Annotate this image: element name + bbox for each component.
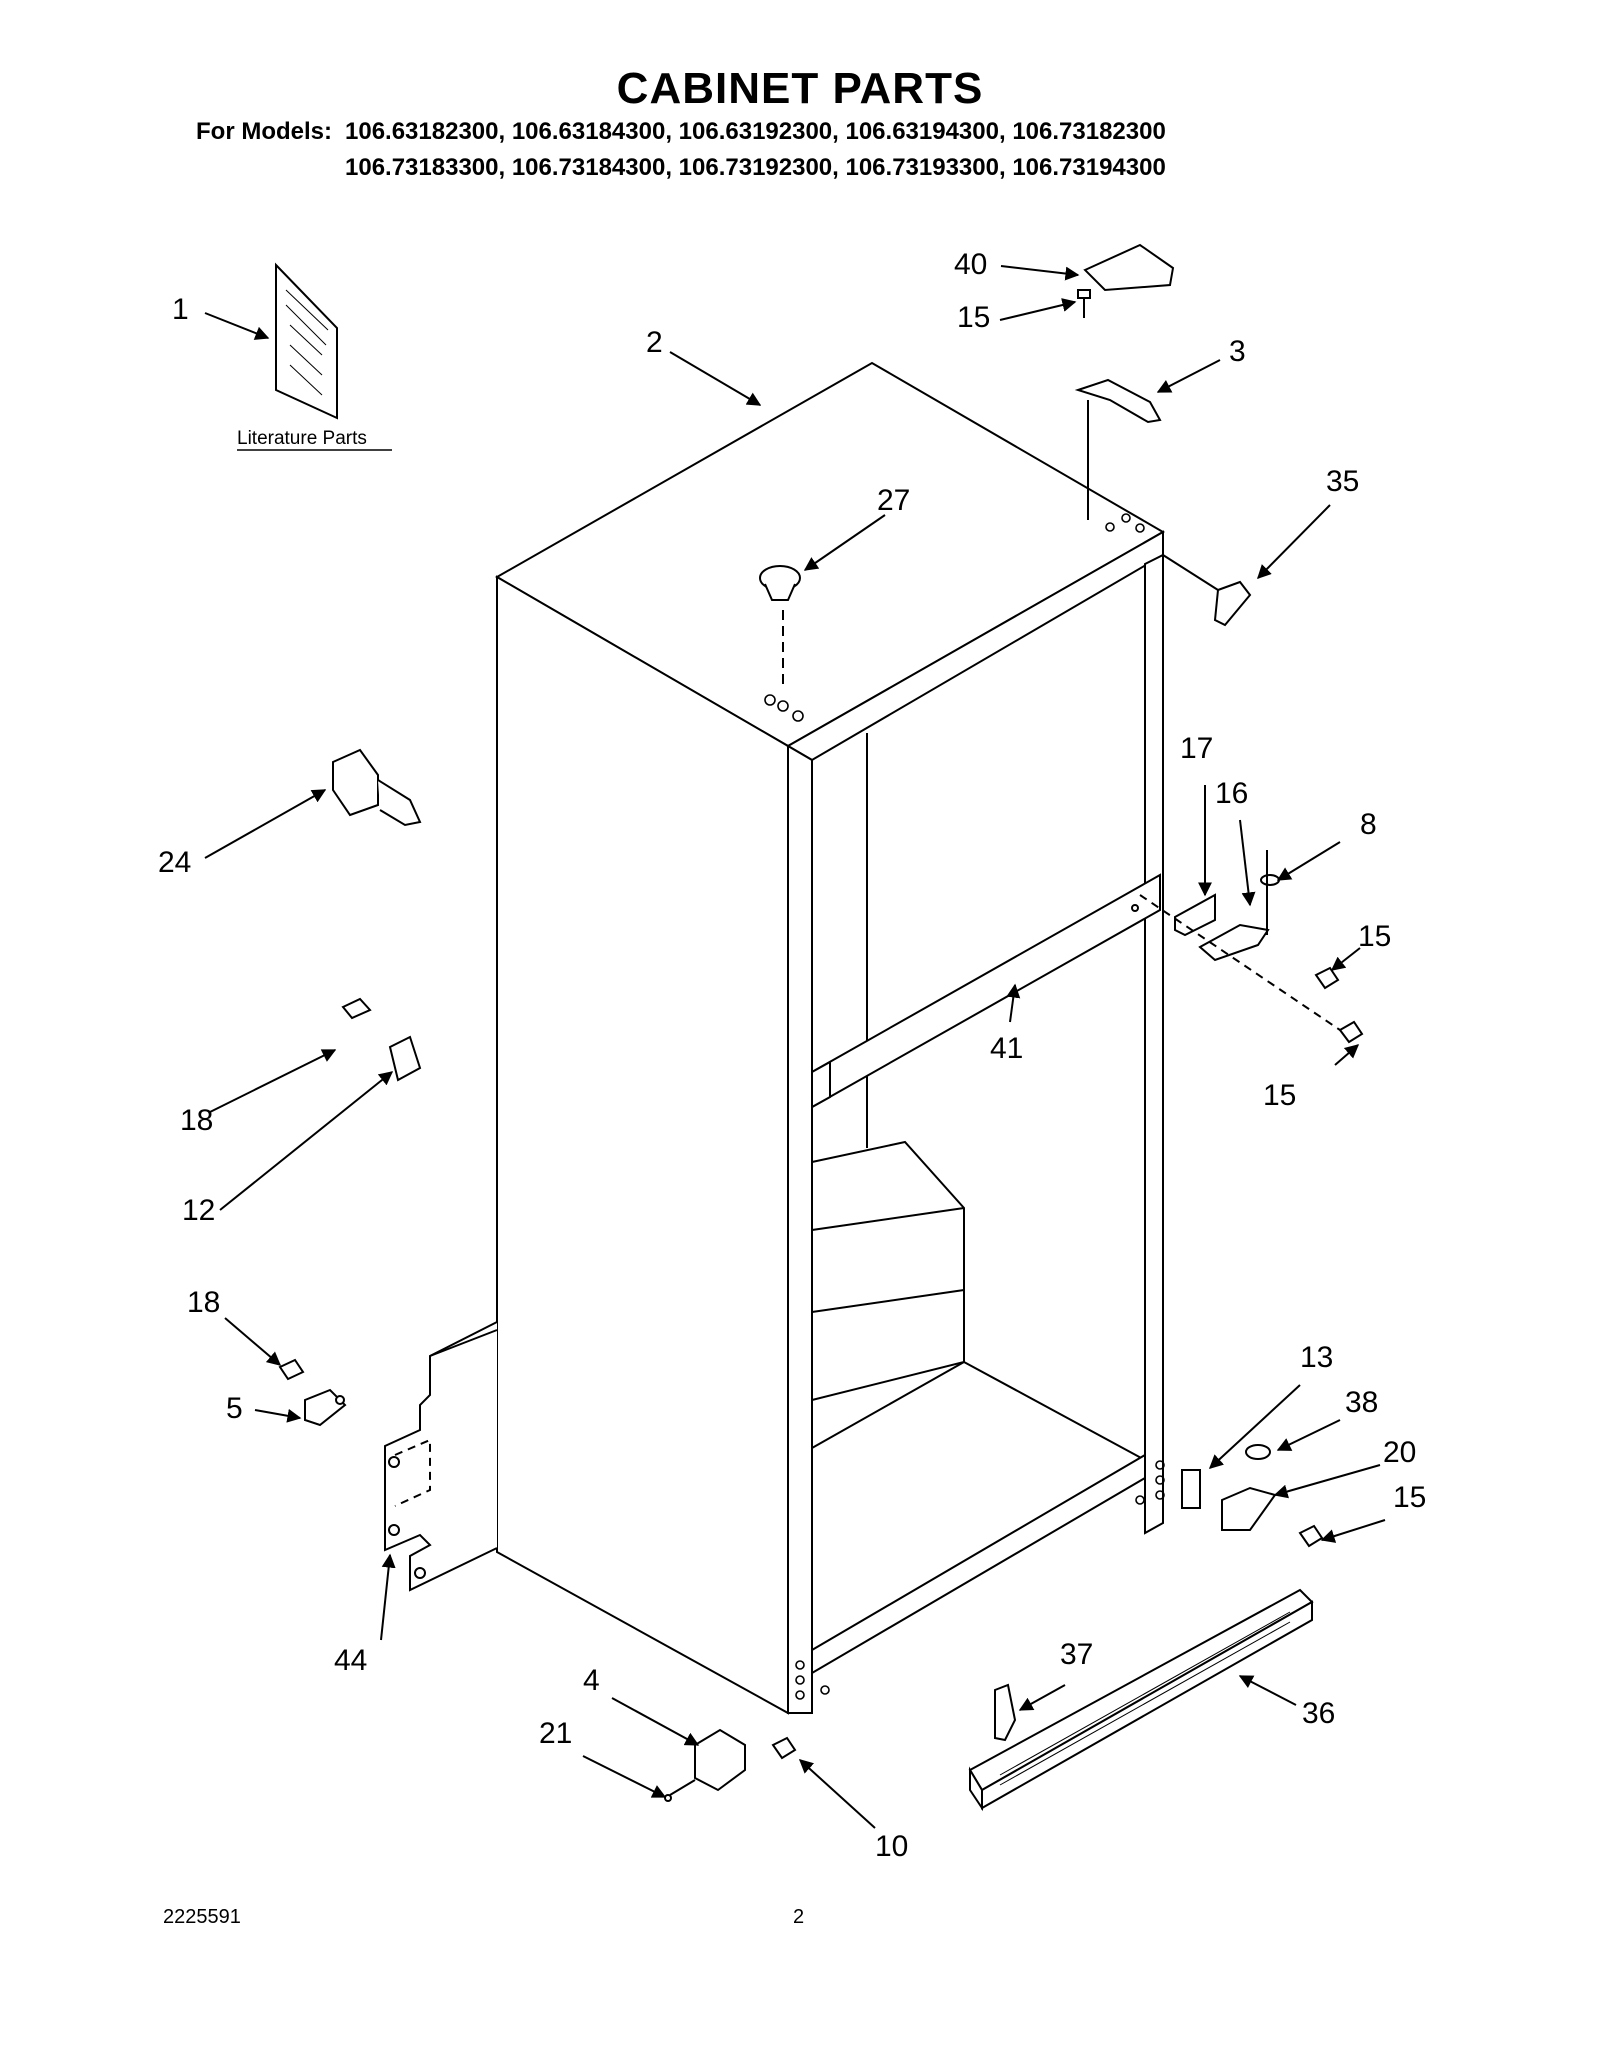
callout-3: 3 xyxy=(1229,335,1246,368)
callout-15-center: 15 xyxy=(1358,920,1391,953)
callout-2: 2 xyxy=(646,326,663,359)
callout-15-right: 15 xyxy=(1263,1079,1296,1112)
hinge-cap xyxy=(1083,243,1175,292)
callout-4: 4 xyxy=(583,1664,600,1697)
page-number: 2 xyxy=(793,1906,805,1928)
callout-18-lower: 18 xyxy=(187,1286,220,1319)
callout-5: 5 xyxy=(226,1392,243,1425)
models-list-row-1: 106.63182300, 106.63184300, 106.63192300… xyxy=(345,118,1166,145)
callout-41: 41 xyxy=(990,1032,1023,1065)
top-plug xyxy=(759,565,801,690)
callout-24: 24 xyxy=(158,846,191,879)
center-hinge xyxy=(1139,850,1341,1031)
callout-38: 38 xyxy=(1345,1386,1378,1419)
callout-10: 10 xyxy=(875,1830,908,1863)
lower-hinge xyxy=(1181,1444,1277,1531)
literature-parts-label: Literature Parts xyxy=(237,428,367,449)
top-hinge xyxy=(1074,378,1162,424)
callout-40: 40 xyxy=(954,248,987,281)
callout-21: 21 xyxy=(539,1717,572,1750)
door-stop xyxy=(332,748,422,827)
callout-13: 13 xyxy=(1300,1341,1333,1374)
divider-rail xyxy=(811,873,1161,1109)
models-label: For Models: xyxy=(196,118,332,145)
callout-44: 44 xyxy=(334,1644,367,1677)
literature-booklet xyxy=(275,262,338,420)
rear-access-panel xyxy=(384,1321,498,1592)
callout-17: 17 xyxy=(1180,732,1213,765)
cord-clip xyxy=(278,1358,347,1427)
callout-36: 36 xyxy=(1302,1697,1335,1730)
base-grille xyxy=(968,1588,1314,1812)
callout-15-top: 15 xyxy=(957,301,990,334)
callout-8: 8 xyxy=(1360,808,1377,841)
callout-35: 35 xyxy=(1326,465,1359,498)
callout-1: 1 xyxy=(172,293,189,326)
callout-18-upper: 18 xyxy=(180,1104,213,1137)
screws-right xyxy=(1298,966,1364,1548)
hinge-cover xyxy=(1213,580,1252,627)
callout-27: 27 xyxy=(877,484,910,517)
callout-20: 20 xyxy=(1383,1436,1416,1469)
callout-16: 16 xyxy=(1215,777,1248,810)
document-number: 2225591 xyxy=(163,1906,241,1928)
grille-clip xyxy=(994,1683,1017,1742)
models-list-row-2: 106.73183300, 106.73184300, 106.73192300… xyxy=(345,154,1166,181)
hinge-screw xyxy=(1077,289,1091,318)
page-title: CABINET PARTS xyxy=(616,64,984,113)
callout-37: 37 xyxy=(1060,1638,1093,1671)
left-bracket xyxy=(341,997,422,1082)
callout-15-bottom: 15 xyxy=(1393,1481,1426,1514)
leveling-parts xyxy=(664,1728,797,1802)
callout-12: 12 xyxy=(182,1194,215,1227)
cabinet-shell xyxy=(494,361,1166,1715)
callout-arrows xyxy=(204,265,1386,1829)
cabinet-top-holes xyxy=(764,513,1165,1700)
